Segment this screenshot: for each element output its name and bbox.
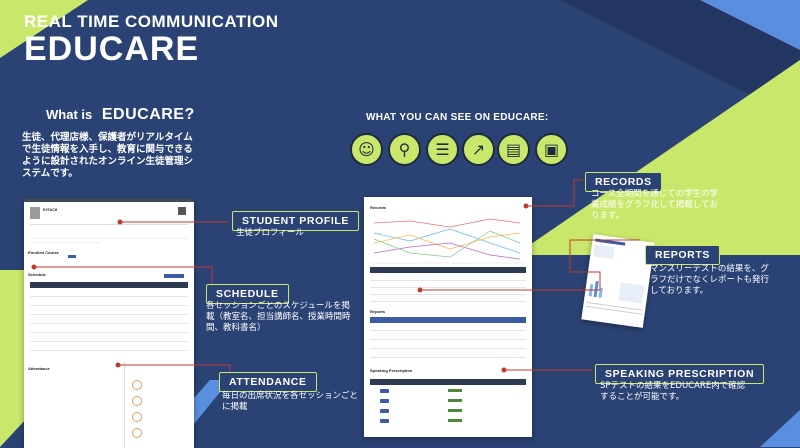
growth-chart-icon: ↗	[462, 133, 495, 166]
records-line-chart	[370, 218, 526, 264]
speaking-prescription-text: SPテストの結果をEDUCARE内で確認することが可能です。	[600, 381, 746, 402]
top-right-dark-stripe	[560, 0, 800, 120]
profile-gear-icon: ☺	[350, 133, 383, 166]
magnifier-icon: ⚲	[388, 133, 421, 166]
header-subtitle: REAL TIME COMMUNICATION	[24, 12, 279, 31]
about-body: 生徒、代理店様、保護者がリアルタイムで生徒情報を入手し、教育に関与できるように設…	[22, 132, 194, 179]
student-profile-text: 生徒プロフィール	[236, 228, 304, 238]
attendance-tag: ATTENDANCE	[219, 372, 317, 392]
bottom-right-blue-strip	[760, 410, 800, 447]
speaking-heading: Speaking Prescription	[370, 368, 413, 373]
reports-tag: REPORTS	[645, 245, 720, 265]
schedule-heading: Schedule	[28, 272, 46, 277]
about-heading-brand: EDUCARE?	[101, 106, 195, 123]
features-heading: WHAT YOU CAN SEE ON EDUCARE:	[366, 112, 549, 123]
presentation-icon: ▣	[535, 133, 568, 166]
speaking-prescription-tag: SPEAKING PRESCRIPTION	[595, 364, 765, 384]
top-left-green-triangle	[0, 0, 88, 58]
attendance-heading: Attendance	[28, 366, 50, 371]
enrolled-course-heading: Enrolled Course	[28, 250, 59, 255]
attendance-text: 毎日の出席状況を各セッションごとに掲載	[222, 391, 359, 412]
student-profile-tag: STUDENT PROFILE	[232, 211, 360, 231]
records-text: コース全期間を通じての学生の学業成績をグラフ化して掲載しております。	[591, 189, 719, 221]
reports-text: マンスリーテストの結果を、グラフだけでなくレポートも発行しております。	[650, 264, 770, 296]
records-tag: RECORDS	[585, 172, 662, 192]
clipboard-icon: ☰	[426, 133, 459, 166]
header-title: EDUCARE	[24, 30, 200, 68]
schedule-tag: SCHEDULE	[206, 284, 289, 304]
student-dashboard-doc: EXTACH Enrolled Course Schedule Attendan…	[24, 198, 194, 448]
right-green-band	[515, 60, 800, 255]
top-right-lightblue-stripe	[700, 0, 800, 50]
report-chart-icon: ▤	[497, 133, 530, 166]
about-heading-prefix: What is	[46, 107, 93, 122]
student-name: EXTACH	[43, 208, 58, 212]
records-doc: Records Reports Speaking Prescription	[364, 197, 532, 437]
about-heading: What is EDUCARE?	[46, 106, 195, 124]
reports-heading: Reports	[370, 309, 386, 314]
schedule-text: 各セッションごとのスケジュールを掲載（教室名、担当講師名、授業時間時間、教科書名…	[206, 301, 351, 333]
records-heading: Records	[370, 205, 387, 210]
